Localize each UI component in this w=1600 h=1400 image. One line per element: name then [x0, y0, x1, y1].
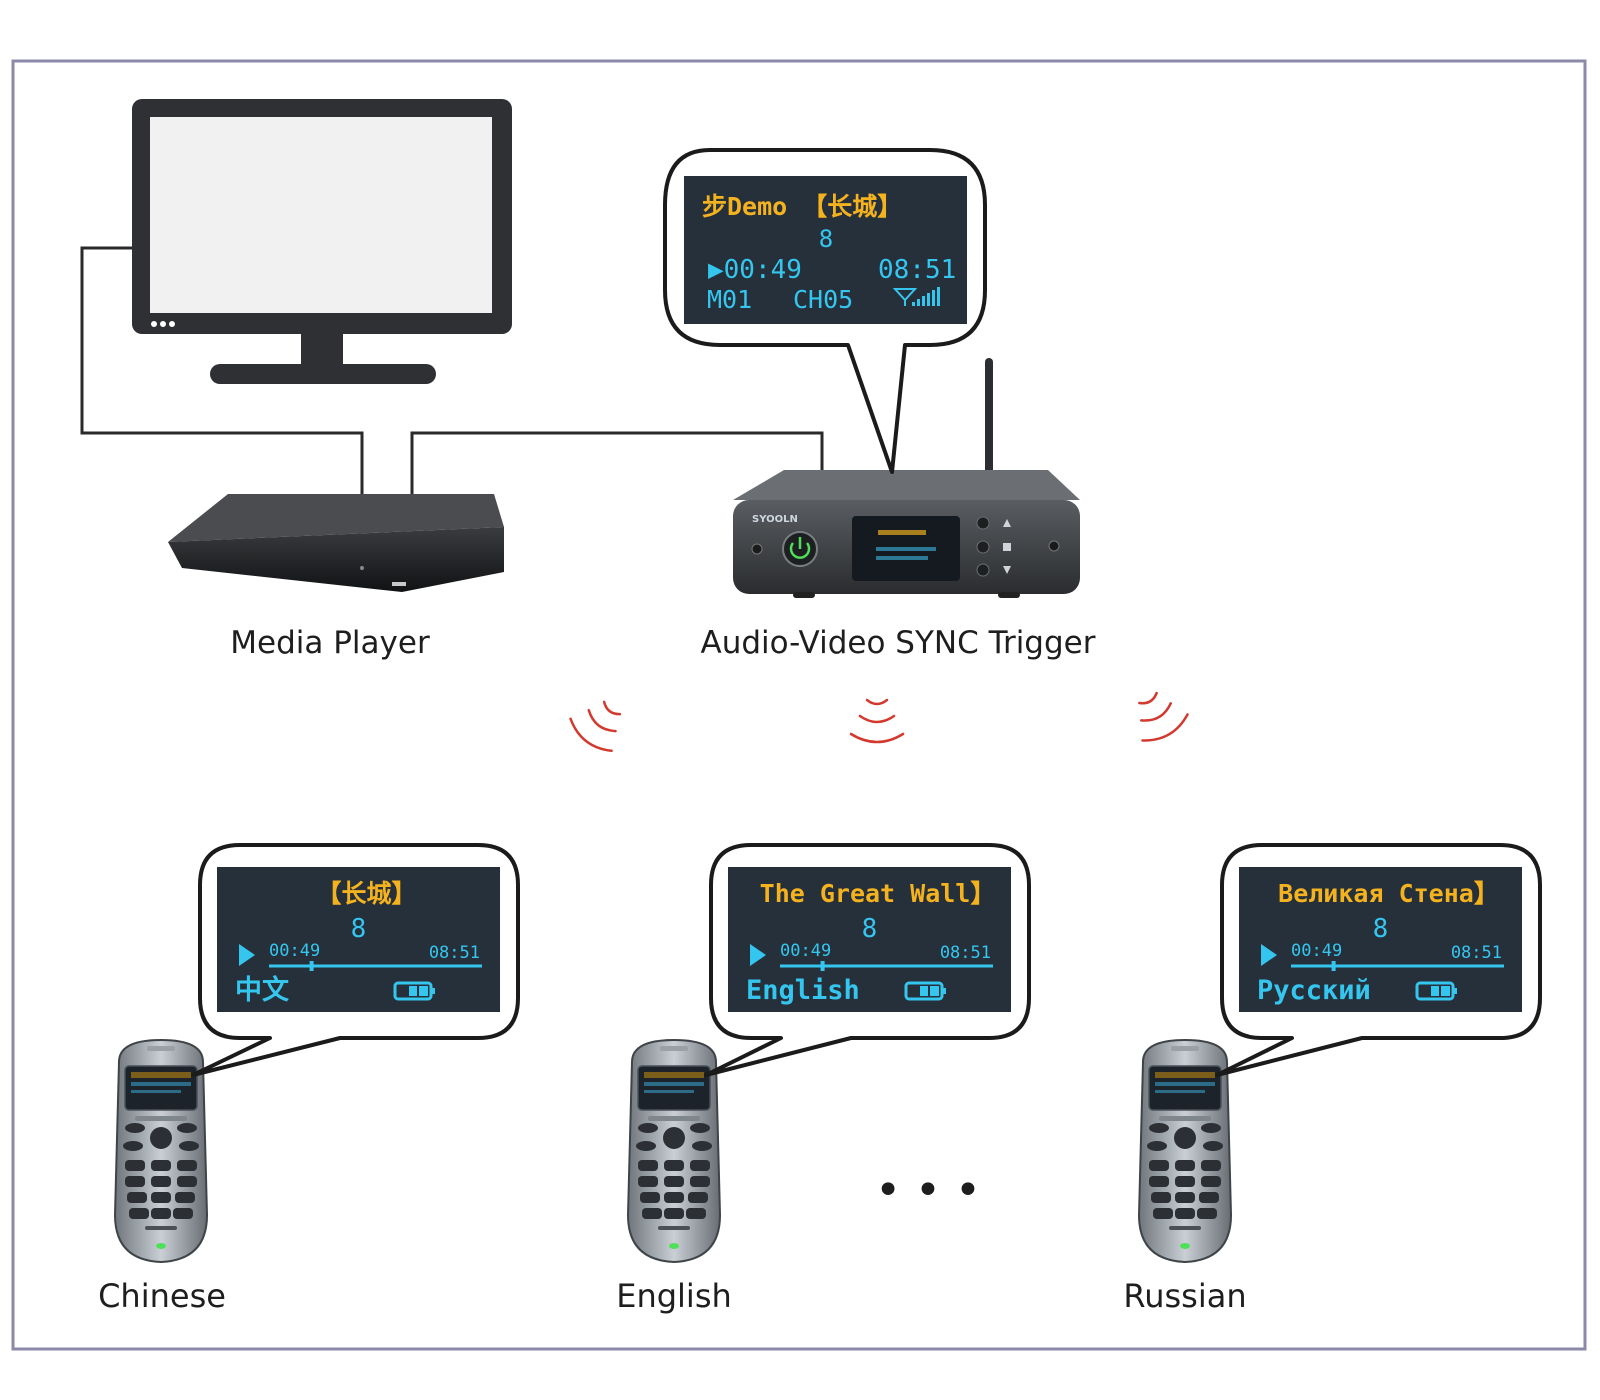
trigger-screen-channel: CH05 [793, 285, 853, 314]
play-icon [750, 944, 766, 966]
trigger-screen-total: 08:51 [878, 255, 956, 285]
receiver-screen [728, 867, 1011, 1012]
receiver-screen-language: Русский [1257, 975, 1371, 1006]
receiver-screen [217, 867, 500, 1012]
sync-trigger-label: Audio-Video SYNC Trigger [701, 625, 1096, 661]
receiver-chinese: 【长城】 8 00:49 08:51 中文 Chinese [98, 843, 520, 1315]
more-receivers-ellipsis: • • • [875, 1165, 981, 1216]
monitor-icon [132, 99, 512, 384]
media-player-label: Media Player [230, 625, 430, 661]
receiver-screen [1239, 867, 1522, 1012]
sync-trigger-device: SYOOLN [733, 358, 1080, 598]
receiver-screen-track: 8 [862, 914, 878, 944]
progress-marker [309, 961, 314, 971]
receiver-language-label: Russian [1123, 1277, 1246, 1315]
receiver-language-label: Chinese [98, 1277, 226, 1315]
trigger-screen-track: 8 [819, 225, 833, 253]
receiver-screen-total: 08:51 [940, 943, 991, 963]
receiver-screen-elapsed: 00:49 [780, 941, 831, 961]
progress-marker [1331, 961, 1336, 971]
receiver-screen-track: 8 [351, 914, 367, 944]
signal-strength-icon [892, 287, 940, 306]
receiver-screen-elapsed: 00:49 [269, 941, 320, 961]
receiver-screen-total: 08:51 [429, 943, 480, 963]
trigger-screen-title: 步Demo 【长城】 [702, 192, 902, 221]
trigger-brand: SYOOLN [752, 514, 798, 525]
receiver-screen-title: Великая Стена】 [1278, 879, 1499, 908]
receiver-screen-elapsed: 00:49 [1291, 941, 1342, 961]
connection-cables [80, 246, 824, 498]
receiver-language-label: English [616, 1277, 732, 1315]
progress-marker [820, 961, 825, 971]
receiver-screen-title: 【长城】 [316, 879, 416, 908]
media-player-icon [168, 494, 504, 592]
play-icon [239, 944, 255, 966]
receiver-list: 【长城】 8 00:49 08:51 中文 Chinese The Great Wall】 8… [98, 843, 1542, 1315]
receiver-screen-title: The Great Wall】 [760, 879, 996, 908]
receiver-screen-language: English [746, 975, 860, 1006]
trigger-screen-elapsed: ▶00:49 [708, 255, 802, 285]
power-button-icon [782, 531, 818, 567]
receiver-screen-total: 08:51 [1451, 943, 1502, 963]
trigger-screen-mode: M01 [707, 285, 752, 314]
play-icon [1261, 944, 1277, 966]
receiver-screen-track: 8 [1373, 914, 1389, 944]
trigger-screen-callout: 步Demo 【长城】 8 ▶00:49 08:51 M01 CH05 [663, 148, 987, 474]
receiver-screen-language: 中文 [235, 974, 290, 1006]
